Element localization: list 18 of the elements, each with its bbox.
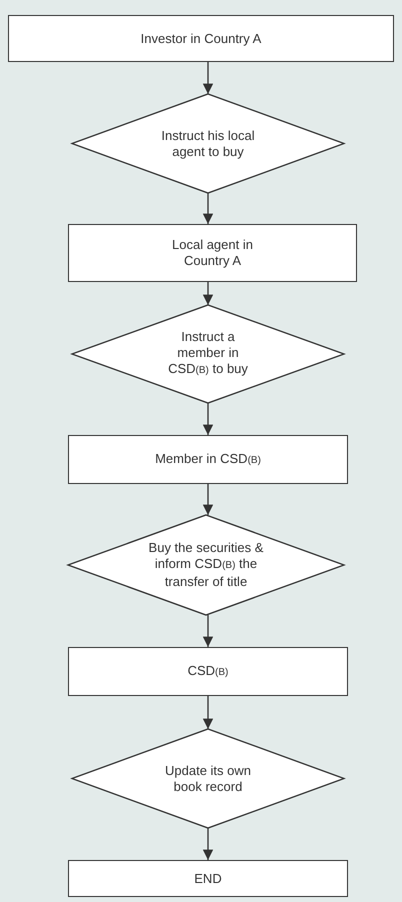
process-box (68, 435, 348, 484)
arrow (202, 403, 214, 435)
arrow (202, 193, 214, 224)
arrow (202, 828, 214, 860)
process-box (8, 15, 394, 62)
step-text: Update its own book record (164, 762, 252, 794)
step-text: Local agent in Country A (171, 237, 254, 269)
process-box (68, 860, 348, 897)
process-box (68, 647, 348, 696)
arrow (202, 62, 214, 94)
arrow (202, 696, 214, 729)
process-box (68, 224, 357, 282)
arrow (202, 484, 214, 515)
step-text: Instruct his local agent to buy (160, 128, 256, 160)
step-text: END (194, 870, 222, 886)
arrow (202, 615, 214, 647)
arrow (202, 282, 214, 305)
step-text: Investor in Country A (140, 30, 262, 46)
